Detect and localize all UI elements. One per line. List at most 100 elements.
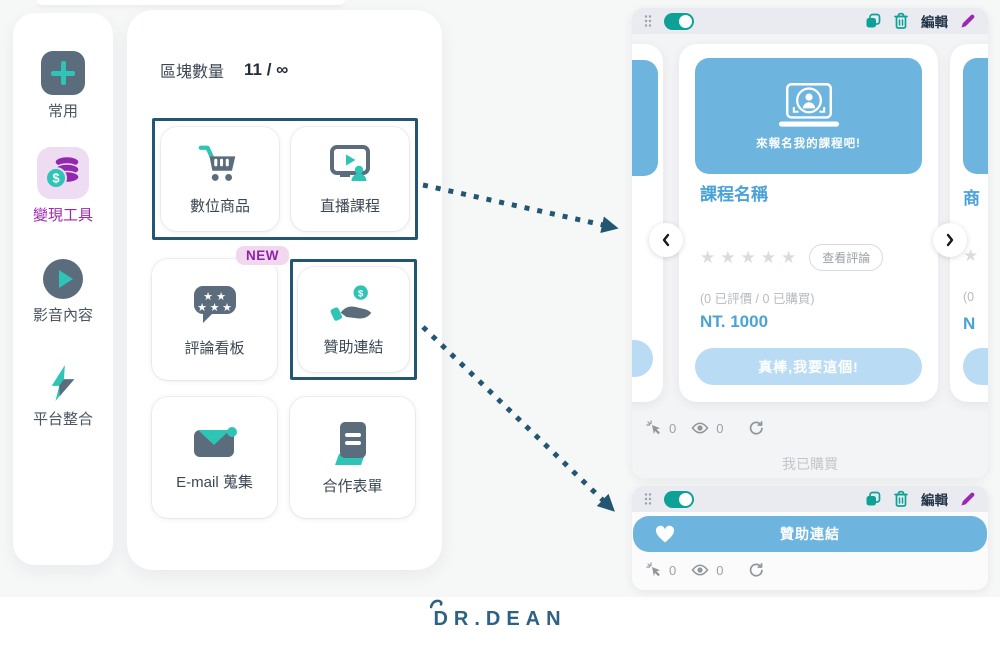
rating-stars: ★★★★★ bbox=[700, 247, 802, 267]
edit-label[interactable]: 編輯 bbox=[921, 493, 948, 508]
drag-handle-icon[interactable] bbox=[644, 492, 652, 506]
selection-highlight-row1: 數位商品 直播課程 bbox=[152, 118, 418, 240]
bolt-icon bbox=[51, 365, 75, 401]
sidebar-item-label: 影音內容 bbox=[32, 307, 93, 324]
card-image-partial bbox=[963, 58, 988, 174]
sidebar-item-label: 變現工具 bbox=[32, 207, 93, 224]
form-icon bbox=[334, 421, 366, 465]
svg-text:★: ★ bbox=[222, 302, 232, 314]
block-count-value: 11 / ∞ bbox=[244, 60, 289, 79]
sidebar-item-label: 平台整合 bbox=[32, 411, 93, 428]
block-label: 評論看板 bbox=[184, 339, 245, 357]
course-widget: 編輯 來報名我 bbox=[632, 8, 988, 478]
course-image: 來報名我的課程吧! bbox=[695, 58, 922, 174]
block-label: 直播課程 bbox=[319, 198, 380, 215]
edit-label[interactable]: 編輯 bbox=[921, 15, 948, 30]
widget-toolbar: 編輯 bbox=[632, 486, 988, 512]
edit-pencil-icon[interactable] bbox=[960, 13, 976, 29]
course-carousel: 來報名我的課程吧! 課程名稱 ★★★★★ 查看評論 (0 已評價 / 0 已購買… bbox=[632, 34, 988, 478]
widget-metrics: 0 0 bbox=[646, 420, 764, 436]
widget-metrics: 0 0 bbox=[646, 562, 764, 578]
envelope-icon bbox=[193, 426, 237, 457]
click-count-icon bbox=[646, 562, 660, 577]
brand-logo: DR.DEAN bbox=[433, 608, 567, 630]
click-count: 0 bbox=[669, 420, 677, 436]
purchased-label[interactable]: 我已購買 bbox=[782, 456, 838, 472]
buy-button[interactable]: 真棒,我要這個! bbox=[695, 348, 922, 385]
sponsor-banner-label: 贊助連結 bbox=[780, 526, 840, 542]
cart-icon bbox=[198, 145, 236, 181]
sidebar-item-monetization[interactable]: $ 變現工具 bbox=[33, 147, 93, 225]
card-cta-partial bbox=[632, 340, 653, 377]
selection-highlight-sponsor: $ 贊助連結 bbox=[290, 259, 417, 380]
course-image-caption: 來報名我的課程吧! bbox=[756, 138, 861, 150]
footer: DR.DEAN bbox=[0, 599, 1000, 631]
block-label: E-mail 蒐集 bbox=[176, 473, 253, 491]
widget-toolbar: 編輯 bbox=[632, 8, 988, 34]
course-price: NT. 1000 bbox=[700, 312, 769, 331]
block-grid-row2: NEW ★ ★ ★ ★ ★ 評論看板 bbox=[152, 246, 418, 380]
drag-handle-icon[interactable] bbox=[644, 14, 652, 28]
laptop-person-icon bbox=[778, 83, 839, 127]
block-collab-form[interactable]: 合作表單 bbox=[290, 397, 415, 518]
svg-text:★: ★ bbox=[209, 302, 219, 314]
blocks-panel: 區塊數量 11 / ∞ 數位商品 bbox=[127, 10, 442, 570]
chevron-right-icon bbox=[946, 233, 954, 247]
svg-text:★: ★ bbox=[216, 291, 226, 303]
click-count: 0 bbox=[669, 562, 677, 578]
duplicate-icon[interactable] bbox=[865, 13, 881, 29]
svg-text:$: $ bbox=[52, 171, 60, 186]
plus-icon bbox=[41, 51, 85, 95]
chevron-left-icon bbox=[662, 233, 670, 247]
sponsor-widget: 編輯 贊助連結 0 0 bbox=[632, 486, 988, 590]
live-course-icon bbox=[330, 145, 370, 181]
category-sidebar: 常用 $ 變現工具 影音內容 平台整合 bbox=[13, 13, 113, 565]
trash-icon[interactable] bbox=[893, 12, 909, 30]
card-star-partial: ★ bbox=[963, 246, 984, 265]
block-grid: 數位商品 直播課程 NEW bbox=[152, 118, 418, 518]
course-title: 課程名稱 bbox=[700, 185, 768, 204]
card-cta-partial bbox=[963, 348, 988, 385]
sidebar-item-media[interactable]: 影音內容 bbox=[33, 259, 93, 325]
svg-text:★: ★ bbox=[203, 291, 213, 303]
sponsor-link-banner[interactable]: 贊助連結 bbox=[633, 516, 987, 552]
block-review-board[interactable]: ★ ★ ★ ★ ★ 評論看板 bbox=[152, 259, 277, 380]
card-price-partial: N bbox=[963, 314, 976, 333]
visibility-toggle[interactable] bbox=[664, 12, 694, 30]
refresh-icon[interactable] bbox=[748, 420, 764, 436]
carousel-card-prev bbox=[632, 44, 663, 402]
sidebar-item-integrations[interactable]: 平台整合 bbox=[33, 363, 93, 429]
block-live-course[interactable]: 直播課程 bbox=[291, 127, 409, 231]
refresh-icon[interactable] bbox=[748, 562, 764, 578]
sidebar-item-label: 常用 bbox=[47, 103, 78, 120]
trash-icon[interactable] bbox=[893, 490, 909, 508]
block-label: 贊助連結 bbox=[323, 338, 384, 356]
brand-curl-icon bbox=[430, 599, 443, 609]
edit-pencil-icon[interactable] bbox=[960, 491, 976, 507]
svg-text:$: $ bbox=[358, 288, 364, 299]
svg-text:★: ★ bbox=[197, 302, 207, 314]
block-label: 數位商品 bbox=[189, 198, 250, 215]
block-email-collect[interactable]: E-mail 蒐集 bbox=[152, 397, 277, 518]
top-card-edge bbox=[37, 0, 345, 5]
block-label: 合作表單 bbox=[322, 477, 383, 495]
duplicate-icon[interactable] bbox=[865, 491, 881, 507]
carousel-card-next: 商 ★ (0 N bbox=[950, 44, 988, 402]
sidebar-item-common[interactable]: 常用 bbox=[41, 51, 85, 121]
course-card: 來報名我的課程吧! 課程名稱 ★★★★★ 查看評論 (0 已評價 / 0 已購買… bbox=[679, 44, 938, 402]
coins-icon: $ bbox=[36, 147, 89, 199]
heart-icon bbox=[655, 525, 675, 543]
carousel-next-button[interactable] bbox=[933, 223, 967, 257]
card-stats-partial: (0 bbox=[963, 290, 975, 304]
carousel-prev-button[interactable] bbox=[649, 223, 683, 257]
block-grid-row3: E-mail 蒐集 合作表單 bbox=[152, 397, 418, 518]
click-count-icon bbox=[646, 420, 660, 435]
visibility-toggle[interactable] bbox=[664, 490, 694, 508]
block-digital-product[interactable]: 數位商品 bbox=[161, 127, 279, 231]
card-image-partial bbox=[632, 60, 658, 176]
review-board-icon: ★ ★ ★ ★ ★ bbox=[193, 285, 236, 323]
block-sponsor-link[interactable]: $ 贊助連結 bbox=[298, 267, 409, 372]
view-reviews-button[interactable]: 查看評論 bbox=[809, 244, 884, 271]
rating-row: ★★★★★ 查看評論 bbox=[700, 244, 884, 271]
